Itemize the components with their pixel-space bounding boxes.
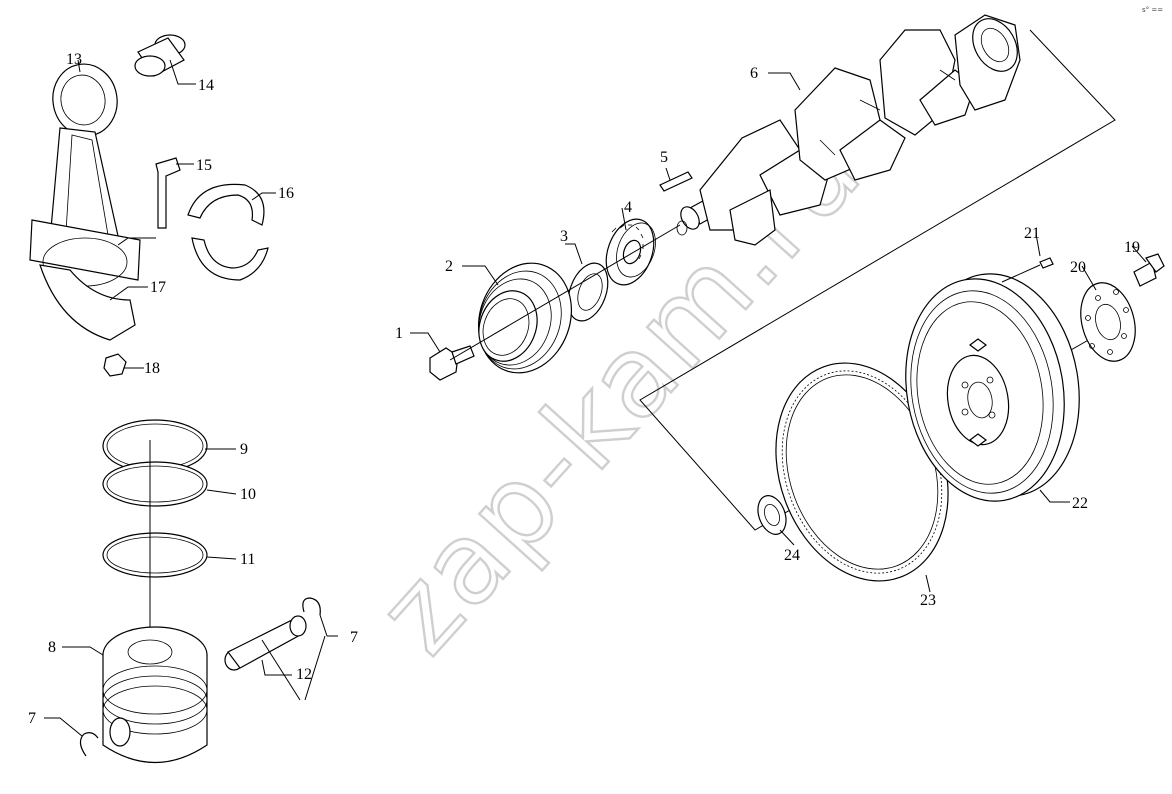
flywheel (905, 273, 1080, 502)
callout-6: 6 (750, 65, 758, 82)
crankshaft-gear (605, 218, 656, 286)
callout-1: 1 (395, 325, 403, 342)
callout-2: 2 (445, 258, 453, 275)
piston-pin (224, 615, 307, 671)
callout-21: 21 (1024, 225, 1040, 242)
callout-14: 14 (198, 77, 214, 94)
crankshaft (676, 14, 1021, 246)
pulley-bolt (429, 345, 475, 381)
callout-20: 20 (1070, 259, 1086, 276)
snap-ring-left (79, 732, 99, 757)
piston-ring-second (102, 461, 208, 507)
callout-3: 3 (560, 228, 568, 245)
woodruff-key (659, 171, 693, 192)
oil-control-ring (102, 532, 208, 578)
callout-9: 9 (240, 441, 248, 458)
callout-16: 16 (278, 185, 294, 202)
rod-bolt (155, 157, 181, 229)
callout-15: 15 (196, 157, 212, 174)
small-end-bushing (134, 34, 186, 77)
pilot-bearing (757, 495, 787, 535)
callout-24: 24 (784, 547, 800, 564)
connecting-rod (29, 63, 141, 341)
pulley (477, 262, 573, 374)
callout-12: 12 (296, 666, 312, 683)
leader-lines (44, 59, 1147, 737)
corner-mark: s° == (1142, 6, 1163, 14)
flywheel-bolt-plate (1080, 282, 1136, 362)
dowel-pin (1039, 257, 1054, 269)
callout-7-right: 7 (350, 629, 358, 646)
callout-23: 23 (920, 592, 936, 609)
callout-5: 5 (660, 149, 668, 166)
rod-nut (103, 353, 127, 377)
callout-18: 18 (144, 360, 160, 377)
flywheel-bolt (1133, 253, 1165, 287)
callout-11: 11 (240, 551, 255, 568)
callout-19: 19 (1124, 239, 1140, 256)
callout-22: 22 (1072, 495, 1088, 512)
callout-labels: 1 2 3 4 5 6 7 7 8 9 10 11 12 13 14 15 16… (28, 51, 1140, 727)
piston (102, 626, 208, 763)
callout-7-left: 7 (28, 710, 36, 727)
callout-4: 4 (624, 199, 632, 216)
callout-13: 13 (66, 51, 82, 68)
callout-10: 10 (240, 486, 256, 503)
snap-ring-right (302, 597, 321, 616)
callout-8: 8 (48, 639, 56, 656)
rod-bearing-shells (187, 183, 269, 281)
callout-17: 17 (150, 279, 166, 296)
